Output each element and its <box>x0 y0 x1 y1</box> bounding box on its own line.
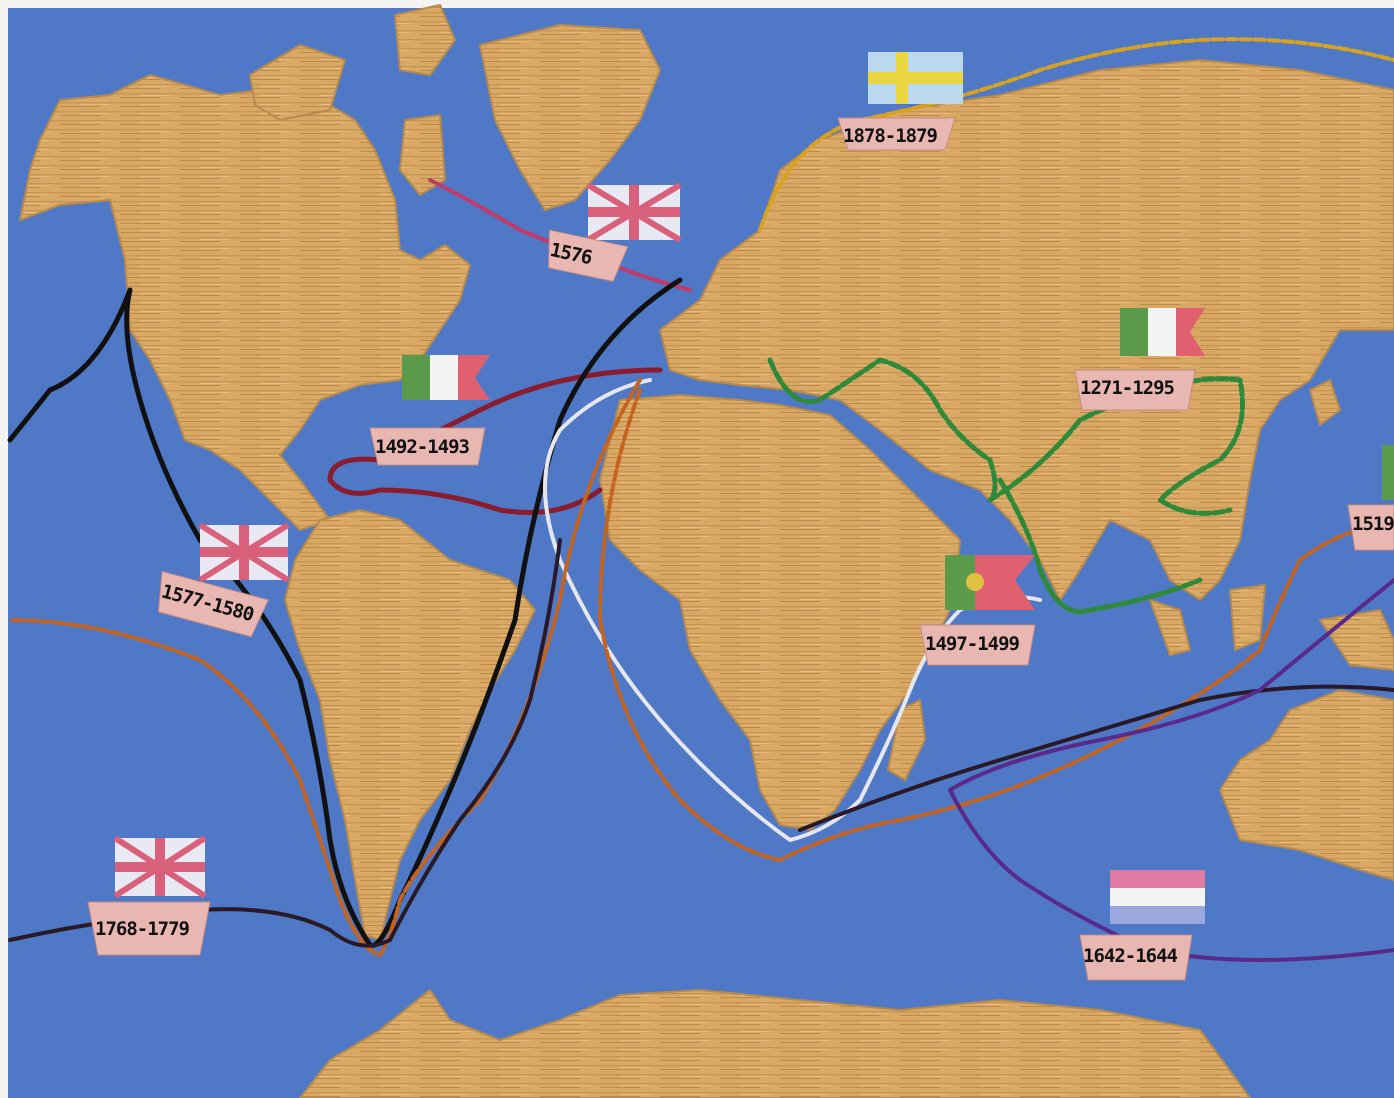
ship-label-1519: 1519- <box>1347 504 1394 551</box>
flag-italy-1492 <box>402 355 490 400</box>
land-africa <box>598 393 962 832</box>
flag-spain <box>1382 445 1394 500</box>
land-greenland <box>478 23 662 212</box>
ship-label-1768-1779: 1768-1779 <box>87 901 211 956</box>
years-1492-1493: 1492-1493 <box>375 436 470 458</box>
years-1271-1295: 1271-1295 <box>1080 377 1175 399</box>
flag-uk-1768 <box>113 835 207 899</box>
land-south-america <box>283 508 537 942</box>
flag-netherlands <box>1110 870 1205 924</box>
land-japan <box>1308 378 1342 427</box>
years-1519: 1519- <box>1352 513 1394 535</box>
ship-label-1577-1580: 1577-1580 <box>157 570 270 638</box>
route-1492-1493 <box>327 367 663 515</box>
ship-label-1642-1644: 1642-1644 <box>1079 934 1193 981</box>
years-1497-1499: 1497-1499 <box>925 633 1020 655</box>
flag-uk-1577 <box>198 522 290 583</box>
years-1878-1879: 1878-1879 <box>843 125 938 147</box>
route-1271-1295 <box>767 357 1245 614</box>
years-1768-1779: 1768-1779 <box>95 918 190 940</box>
years-1642-1644: 1642-1644 <box>1083 945 1178 967</box>
ship-label-1492-1493: 1492-1493 <box>369 427 486 466</box>
flag-italy-1271 <box>1120 308 1205 356</box>
ship-label-1878-1879: 1878-1879 <box>837 117 956 151</box>
land-madagascar <box>886 698 927 782</box>
land-australia <box>1218 688 1394 882</box>
ship-label-1497-1499: 1497-1499 <box>919 624 1036 666</box>
route-1878-1879 <box>758 37 1394 232</box>
land-antarctica <box>298 988 1252 1098</box>
route-1519 <box>8 378 1394 957</box>
land-southeast-asia-islands <box>1148 583 1394 672</box>
flag-uk-1576 <box>586 182 682 243</box>
ship-label-1271-1295: 1271-1295 <box>1074 369 1196 411</box>
land-arctic-islands <box>248 3 457 197</box>
flag-portugal <box>945 555 1035 610</box>
flag-sweden <box>868 52 963 104</box>
land-north-america <box>18 73 472 532</box>
ship-label-1576: 1576 <box>548 229 629 282</box>
route-1577-1580 <box>7 277 683 948</box>
